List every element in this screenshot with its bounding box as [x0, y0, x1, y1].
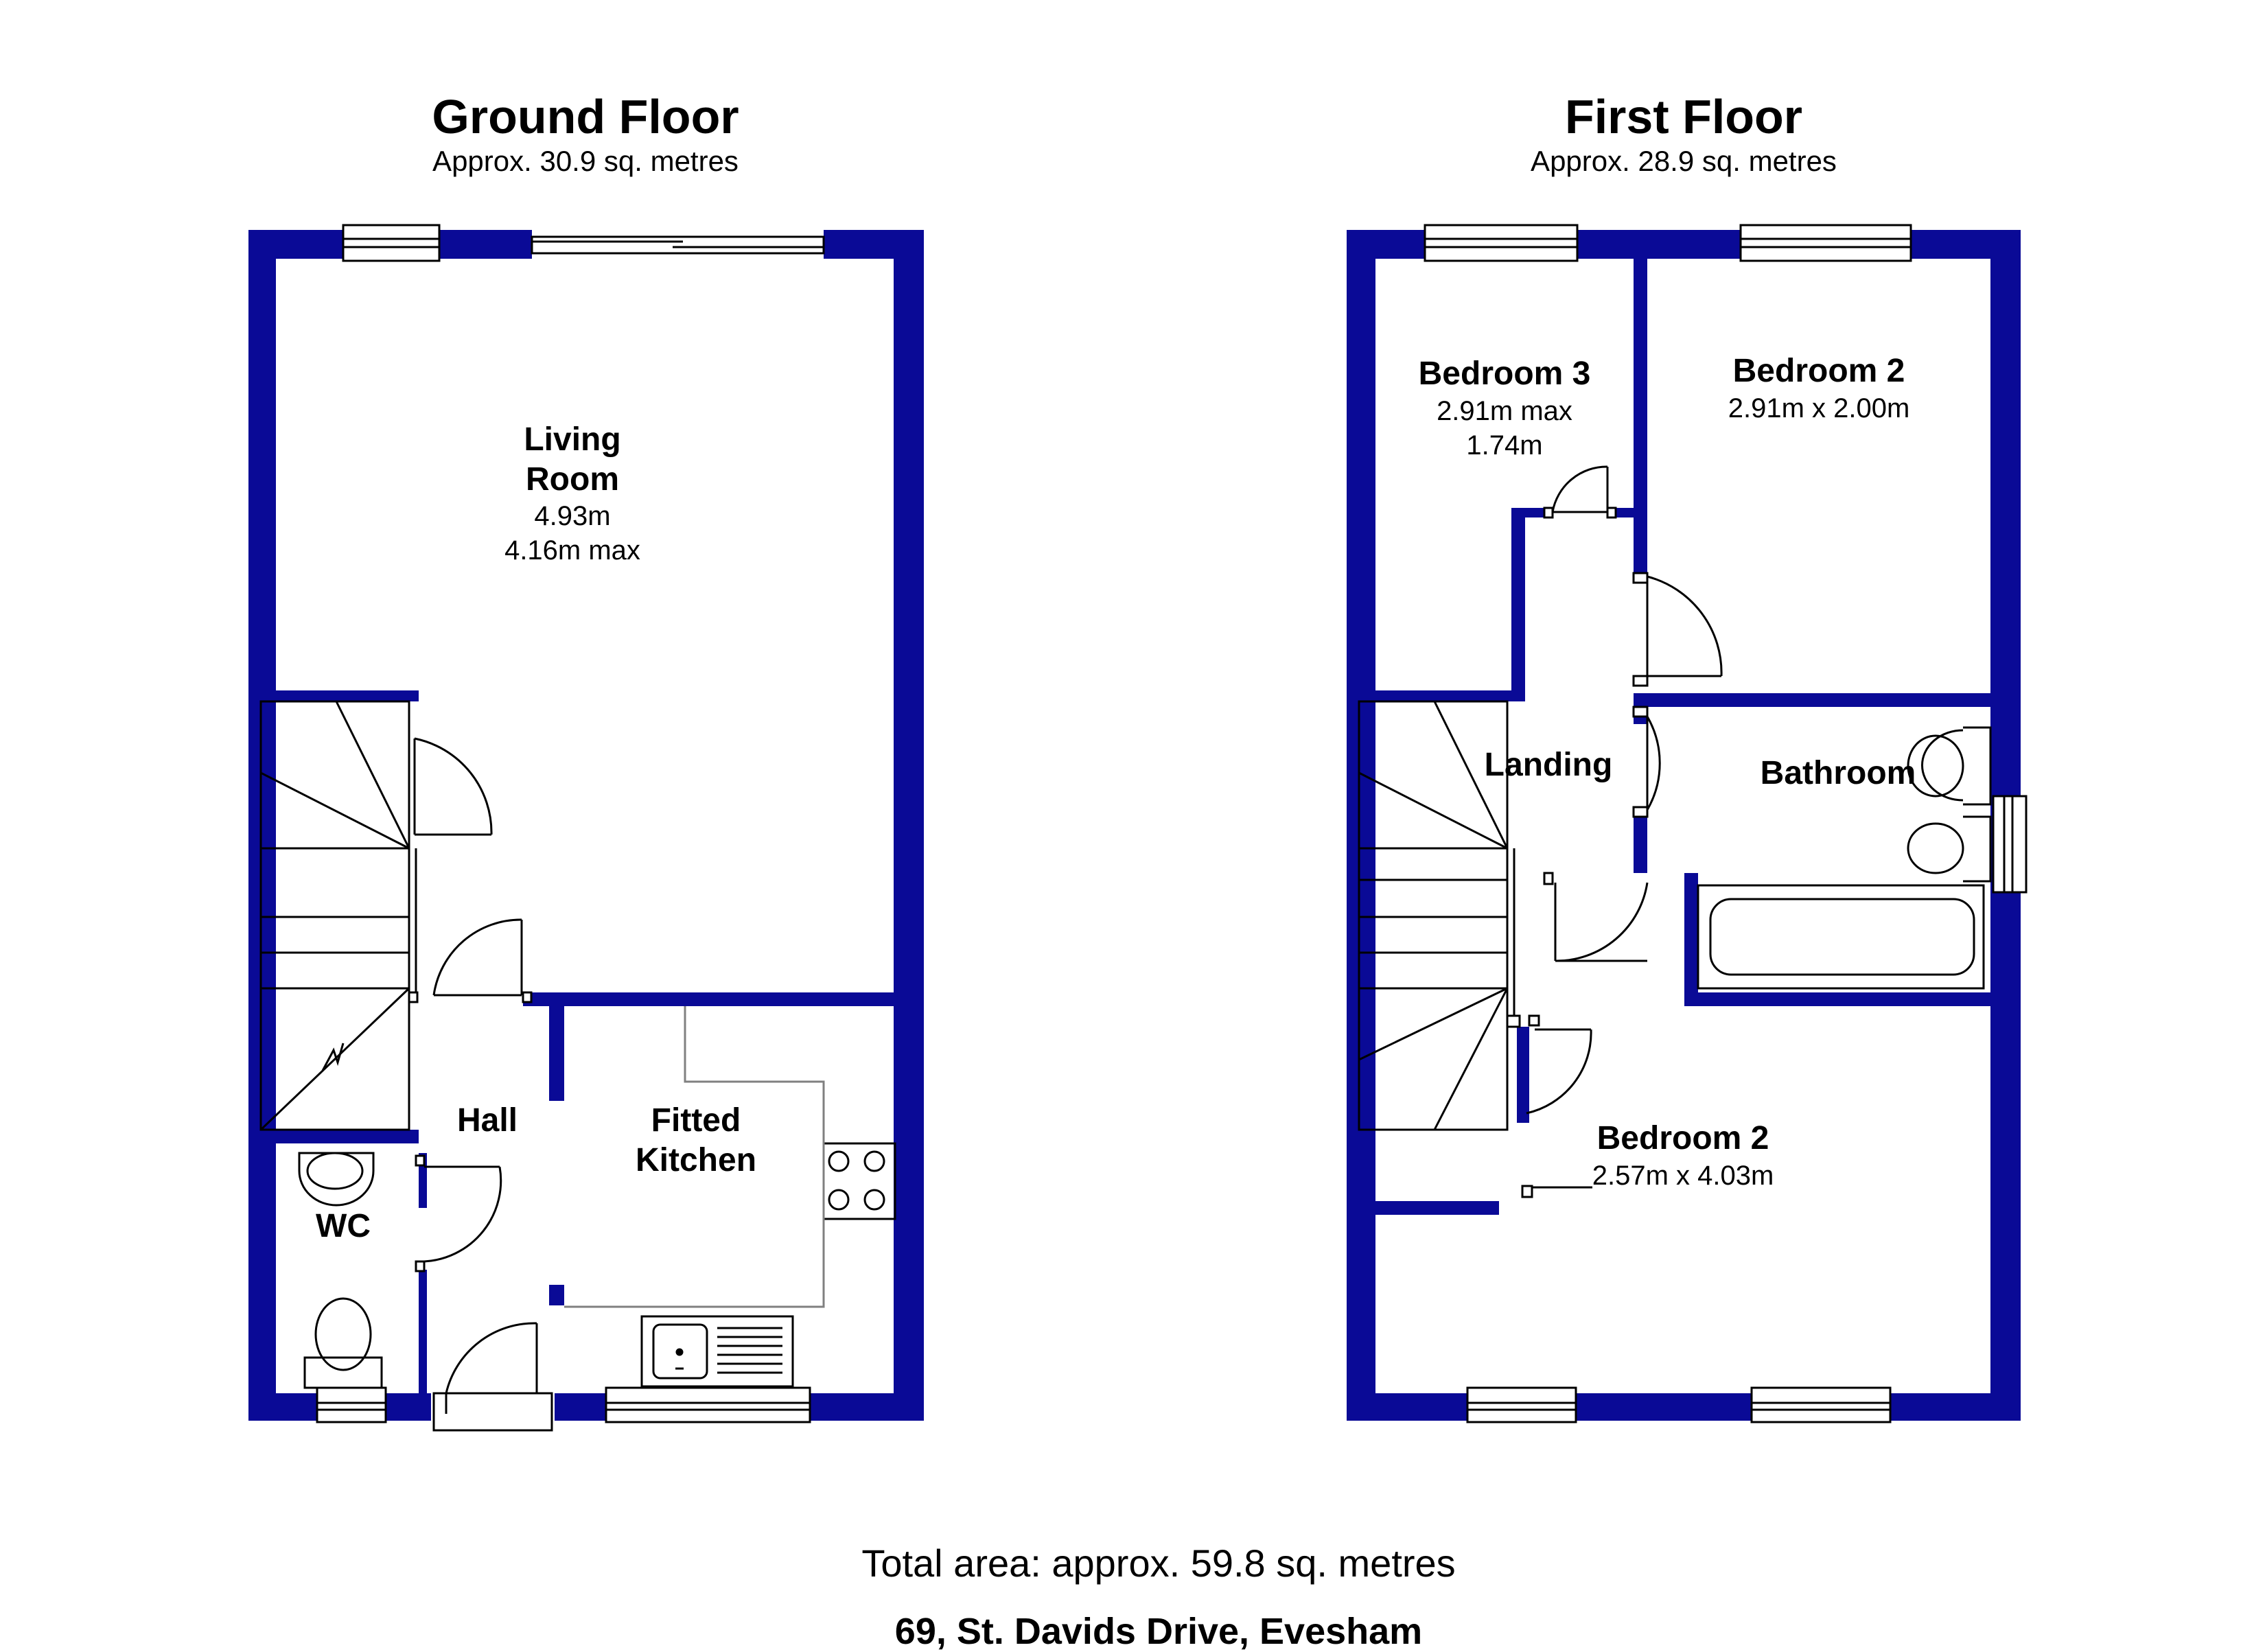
first-floor-plan: [1347, 224, 2028, 1423]
room-label-hall: Hall: [457, 1101, 518, 1141]
room-name-line: Bedroom 2: [1596, 1120, 1769, 1156]
ground-floor-doors: [408, 737, 553, 1432]
room-name-line: Living: [524, 421, 621, 458]
room-dimension: 1.74m: [1466, 430, 1543, 461]
room-label-bedroom-3: Bedroom 3 2.91m max 1.74m: [1419, 354, 1591, 463]
ground-floor-fixtures: [298, 1142, 896, 1389]
first-floor-stairs: [1358, 700, 1521, 1131]
first-floor-title: First Floor: [1564, 90, 1803, 143]
room-dimension: 2.57m x 4.03m: [1592, 1160, 1774, 1191]
ground-floor-stairs: [259, 700, 417, 1131]
ground-floor-windows: [316, 224, 825, 1423]
property-address: 69, St. Davids Drive, Evesham: [894, 1611, 1423, 1652]
room-name-line: Bedroom 2: [1732, 353, 1905, 389]
first-floor-doors: [1521, 465, 1723, 1198]
first-floor-area: Approx. 28.9 sq. metres: [1531, 145, 1837, 177]
room-label-bedroom-2-front: Bedroom 2 2.57m x 4.03m: [1592, 1119, 1774, 1193]
room-name-line: Bathroom: [1760, 755, 1916, 791]
ground-floor-title: Ground Floor: [432, 90, 739, 143]
room-name-line: Room: [526, 461, 619, 498]
room-name-line: Bedroom 3: [1418, 356, 1591, 392]
room-name-line: Fitted: [651, 1102, 741, 1139]
room-dimension: 2.91m x 2.00m: [1728, 393, 1910, 423]
room-dimension: 4.93m: [534, 501, 611, 532]
kitchen-worktop: [564, 1006, 825, 1308]
room-label-wc: WC: [316, 1207, 371, 1246]
ground-floor-walls: [248, 230, 924, 1421]
ground-floor-area: Approx. 30.9 sq. metres: [432, 145, 739, 177]
ground-floor-plan: [248, 224, 924, 1432]
room-label-fitted-kitchen: Fitted Kitchen: [636, 1101, 756, 1180]
first-floor-fixtures: [1697, 726, 1992, 990]
total-area: Total area: approx. 59.8 sq. metres: [861, 1542, 1456, 1585]
room-label-bedroom-2-rear: Bedroom 2 2.91m x 2.00m: [1728, 351, 1910, 426]
room-label-living-room: Living Room 4.93m 4.16m max: [504, 420, 640, 568]
drainer-lines: [717, 1327, 782, 1374]
room-label-landing: Landing: [1485, 745, 1613, 785]
room-name-line: Landing: [1484, 747, 1613, 783]
room-label-bathroom: Bathroom: [1761, 754, 1916, 793]
room-name-line: WC: [316, 1208, 371, 1244]
first-floor-windows: [1424, 224, 2028, 1423]
room-name-line: Kitchen: [635, 1141, 757, 1178]
room-name-line: Hall: [456, 1102, 518, 1139]
room-dimension: 2.91m max: [1437, 395, 1572, 426]
room-dimension: 4.16m max: [504, 535, 640, 566]
